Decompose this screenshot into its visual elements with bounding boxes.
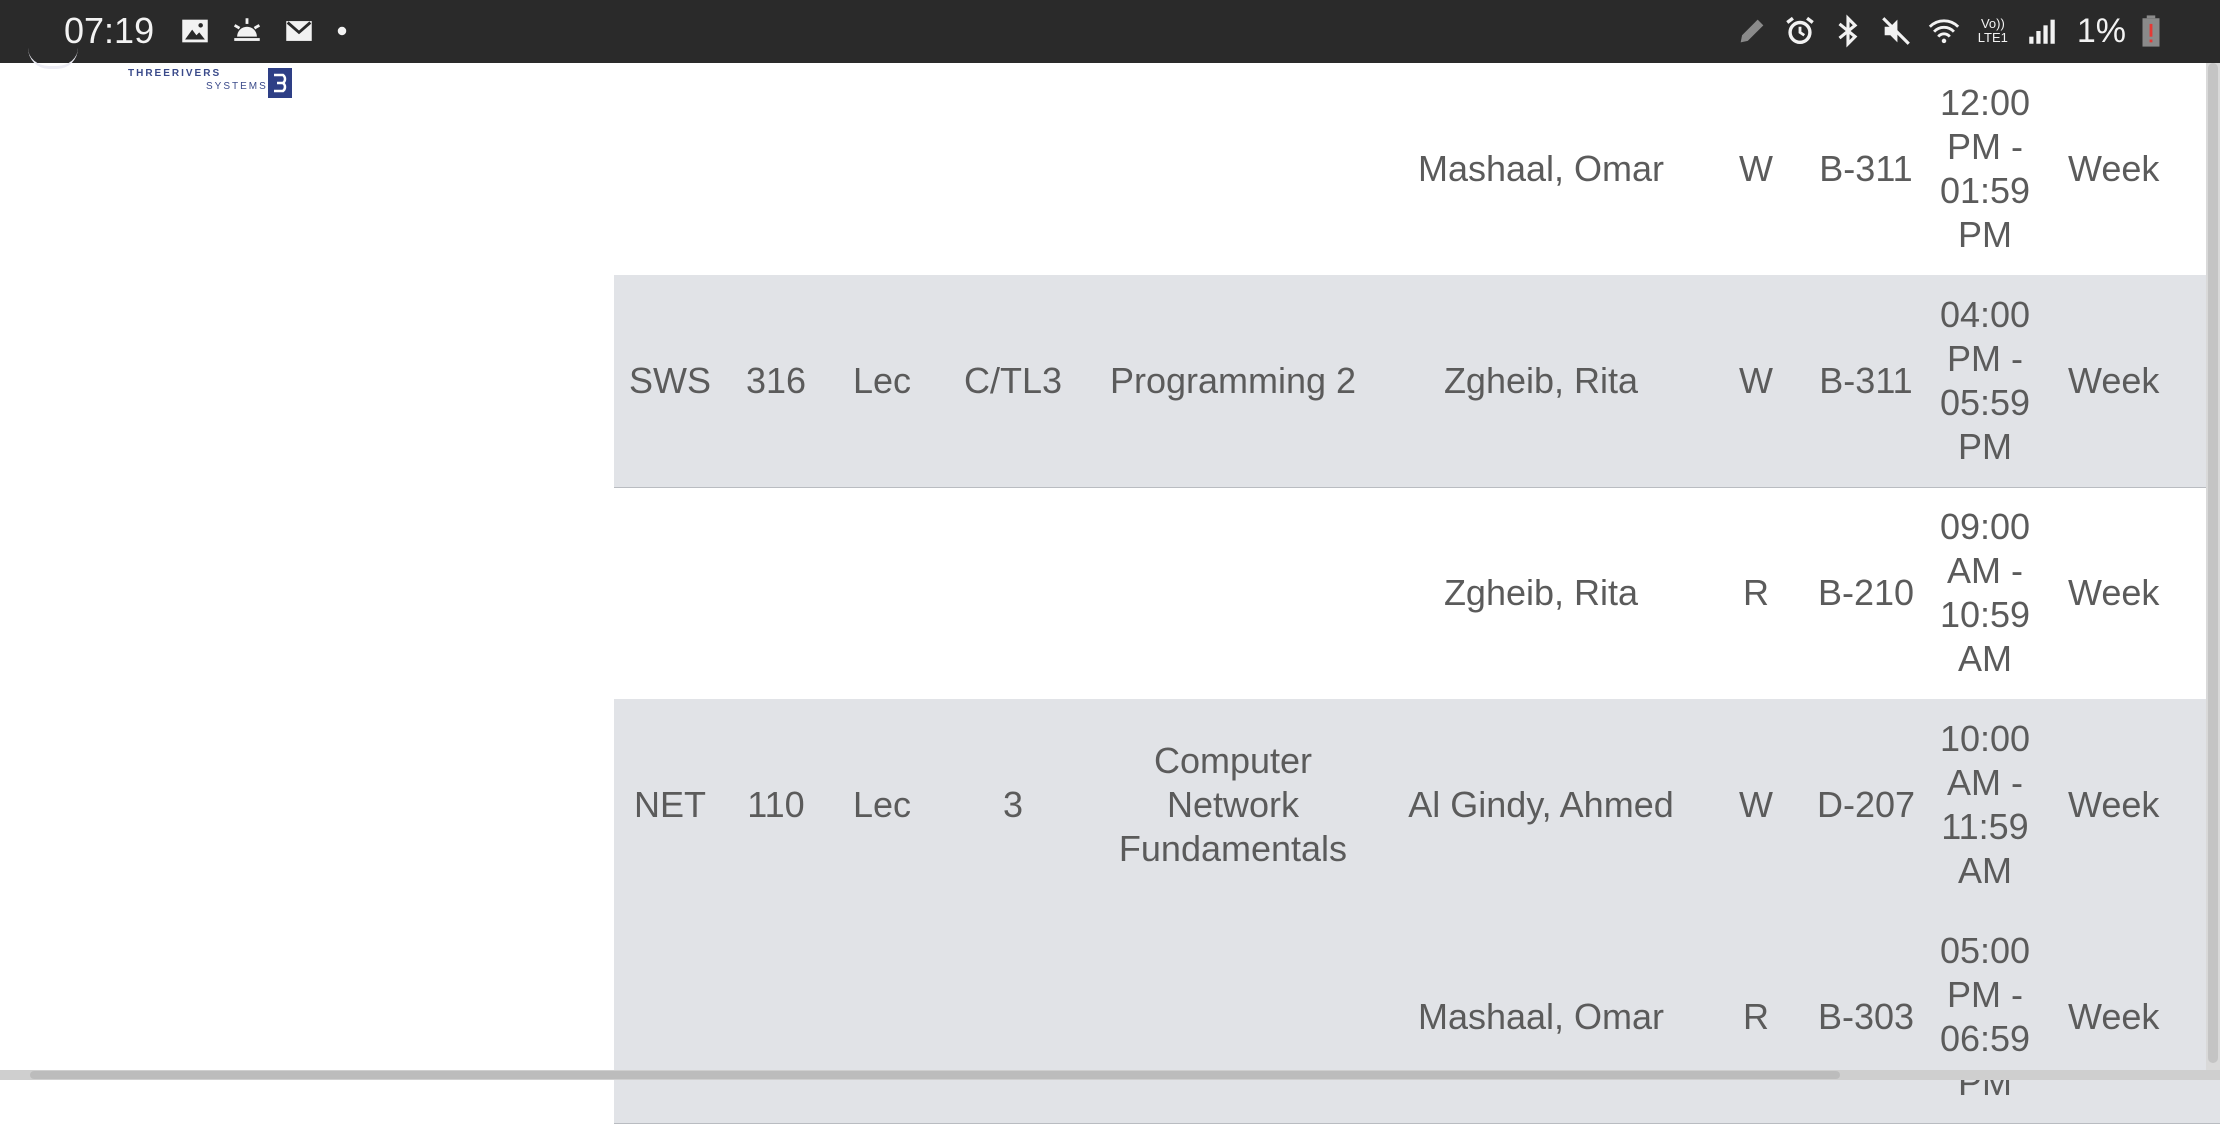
logo-text-line1: THREERIVERS: [128, 68, 222, 79]
cell-room: D-207: [1816, 784, 1916, 825]
cell-title: Computer Network Fundamentals: [1118, 740, 1348, 869]
image-icon: [178, 14, 212, 48]
table-row: Mashaal, Omar W B-311 12:00 PM - 01:59 P…: [614, 63, 2220, 276]
logo-mark-icon: [268, 68, 292, 98]
cell-title: [1088, 911, 1378, 1123]
cell-instructor: Mashaal, Omar: [1417, 996, 1665, 1037]
cell-day: W: [1739, 148, 1773, 189]
mute-icon: [1879, 14, 1913, 48]
cell-credits: [938, 63, 1088, 275]
cell-day: R: [1743, 572, 1769, 613]
status-left-icons: [178, 13, 350, 49]
schedule-table: Mashaal, Omar W B-311 12:00 PM - 01:59 P…: [614, 63, 2220, 1124]
dot-icon: [334, 14, 350, 48]
cell-day: W: [1739, 360, 1773, 401]
cell-weeks: Week: [2068, 784, 2160, 825]
cell-weeks: Week: [2068, 148, 2160, 189]
cell-weeks: Week: [2068, 996, 2160, 1037]
cell-credits: C/TL3: [963, 360, 1063, 401]
cell-time: 04:00 PM - 05:59 PM: [1939, 294, 2031, 467]
cell-credits: [938, 487, 1088, 699]
cell-course-number: 110: [747, 784, 805, 825]
mail-icon: [282, 14, 316, 48]
horizontal-scrollbar[interactable]: [0, 1070, 2220, 1080]
cell-type: [826, 487, 938, 699]
cell-type: Lec: [852, 784, 912, 825]
cell-type: Lec: [852, 360, 912, 401]
cell-time: 12:00 PM - 01:59 PM: [1939, 82, 2031, 255]
alarm-icon: [1783, 14, 1817, 48]
cell-room: B-210: [1817, 572, 1915, 613]
cell-course-number: [726, 911, 826, 1123]
cell-instructor: Al Gindy, Ahmed: [1408, 784, 1674, 825]
weather-icon: [230, 14, 264, 48]
volte-icon: Vo)) LTE1: [1977, 16, 2008, 45]
cell-day: W: [1739, 784, 1773, 825]
cell-type: [826, 63, 938, 275]
cell-course-number: [726, 487, 826, 699]
cell-title: [1088, 487, 1378, 699]
bluetooth-icon: [1831, 14, 1865, 48]
status-time: 07:19: [64, 10, 155, 51]
signal-icon: [2025, 14, 2059, 48]
cell-day: R: [1743, 996, 1769, 1037]
cell-room: B-303: [1817, 996, 1915, 1037]
cell-credits: 3: [1002, 784, 1024, 825]
cell-course-number: [726, 63, 826, 275]
avatar-edge: [28, 48, 78, 69]
cell-instructor: Zgheib, Rita: [1443, 360, 1639, 401]
battery-percent: 1%: [2076, 12, 2126, 50]
cell-weeks: Week: [2068, 360, 2160, 401]
three-rivers-logo[interactable]: THREERIVERS SYSTEMS: [120, 64, 300, 104]
cell-room: B-311: [1819, 360, 1913, 401]
cell-title: [1088, 63, 1378, 275]
vertical-scrollbar-thumb[interactable]: [2208, 63, 2218, 1063]
cell-credits: [938, 911, 1088, 1123]
logo-text-line2: SYSTEMS: [206, 81, 268, 92]
cell-title: Programming 2: [1109, 360, 1357, 401]
cell-subject: NET: [634, 784, 706, 825]
table-row: NET 110 Lec 3 Computer Network Fundament…: [614, 699, 2220, 912]
cell-type: [826, 911, 938, 1123]
cell-time: 05:00 PM - 06:59 PM: [1939, 930, 2031, 1103]
status-bar: 07:19 Vo)) LTE1: [0, 0, 2220, 63]
cell-subject: [614, 911, 726, 1123]
horizontal-scrollbar-thumb[interactable]: [30, 1071, 1840, 1079]
status-right-icons: Vo)) LTE1 1%: [1735, 10, 2162, 52]
cell-time: 10:00 AM - 11:59 AM: [1939, 718, 2031, 891]
cell-time: 09:00 AM - 10:59 AM: [1939, 506, 2031, 679]
pencil-icon: [1735, 14, 1769, 48]
cell-subject: SWS: [628, 360, 711, 401]
cell-weeks: Week: [2068, 572, 2160, 613]
cell-instructor: Mashaal, Omar: [1417, 148, 1665, 189]
cell-room: B-311: [1819, 148, 1913, 189]
wifi-icon: [1927, 14, 1961, 48]
battery-low-icon: [2140, 14, 2162, 48]
vertical-scrollbar[interactable]: [2206, 63, 2220, 1070]
table-row: SWS 316 Lec C/TL3 Programming 2 Zgheib, …: [614, 275, 2220, 488]
cell-course-number: 316: [745, 360, 807, 401]
table-row: Zgheib, Rita R B-210 09:00 AM - 10:59 AM…: [614, 487, 2220, 700]
table-row: Mashaal, Omar R B-303 05:00 PM - 06:59 P…: [614, 911, 2220, 1124]
cell-subject: [614, 63, 726, 275]
cell-instructor: Zgheib, Rita: [1443, 572, 1639, 613]
cell-subject: [614, 487, 726, 699]
